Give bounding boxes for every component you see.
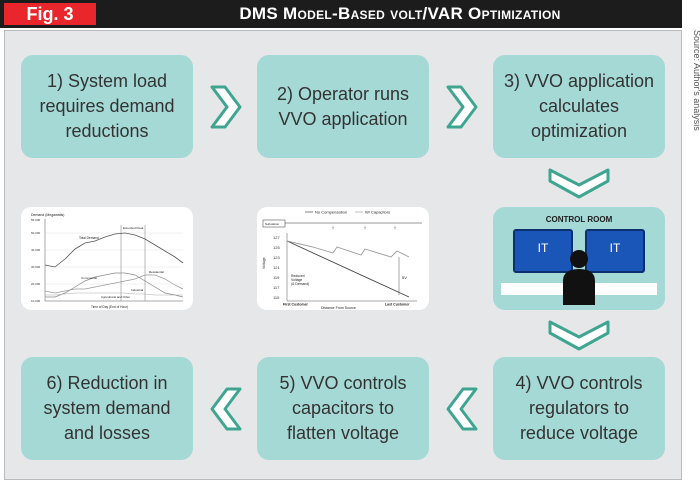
voltage-ylabel: Voltage — [262, 257, 266, 269]
load-chart-ylabel: Demand (Megawatts) — [31, 213, 64, 217]
voltage-ytick: 121 — [273, 265, 280, 270]
delta-label: 5V — [402, 275, 407, 280]
step-5-text: 5) VVO controls capacitors to flatten vo… — [279, 373, 407, 443]
voltage-ytick: 117 — [273, 285, 280, 290]
load-chart-ytick: 30,000 — [31, 265, 41, 269]
header-bar: Fig. 3 DMS Model-Based volt/VAR Optimiza… — [0, 0, 682, 28]
step-2-text: 2) Operator runs VVO application — [276, 83, 410, 129]
voltage-ytick: 115 — [273, 295, 280, 300]
control-room-label: CONTROL ROOM — [545, 215, 613, 224]
operator-body — [563, 269, 595, 305]
capacitors-line — [286, 240, 410, 258]
step-6-text: 6) Reduction in system demand and losses — [43, 373, 171, 443]
reduced-voltage-line-3: (& Demand) — [291, 282, 309, 286]
first-customer-label: First Customer — [283, 303, 309, 307]
step-3-text: 3) VVO application calculates optimizati… — [503, 71, 655, 141]
load-chart-xlabel: Time of Day (End of Hour) — [91, 305, 128, 309]
substation-box — [262, 219, 286, 228]
load-curve-chart: Demand (Megawatts) 55,000 50,000 40,000 … — [31, 213, 184, 309]
monitor-right: IT — [585, 229, 645, 273]
step-4-box: 4) VVO controls regulators to reduce vol… — [493, 357, 665, 460]
operator-head — [570, 250, 588, 268]
voltage-profile-chart: No Compensation W/ Capacitors Substation… — [262, 210, 422, 310]
legend-no-compensation: No Compensation — [315, 210, 347, 215]
load-chart-series-label: Commercial — [81, 276, 97, 280]
chevron-left-icon — [446, 387, 478, 431]
capacitor-icon: ⏚ — [331, 224, 335, 230]
load-chart-ytick: 20,000 — [31, 282, 41, 286]
operator-figure — [563, 250, 595, 305]
voltage-ytick: 125 — [273, 245, 280, 250]
control-room-illustration: CONTROL ROOM IT IT — [493, 207, 665, 310]
load-curve-chart-card: Demand (Megawatts) 55,000 50,000 40,000 … — [21, 207, 193, 310]
figure-label: Fig. 3 — [4, 3, 96, 25]
load-chart-ytick: 55,000 — [31, 218, 41, 222]
load-chart-ytick: 40,000 — [31, 248, 41, 252]
voltage-ytick: 123 — [273, 255, 280, 260]
substation-label: Substation — [265, 222, 280, 226]
step-2-box: 2) Operator runs VVO application — [257, 55, 429, 158]
chevron-down-icon — [548, 320, 610, 351]
industrial-curve — [45, 292, 183, 296]
legend-capacitors: W/ Capacitors — [365, 210, 390, 215]
figure-title: DMS Model-Based volt/VAR Optimization — [239, 4, 561, 23]
chevron-right-icon — [210, 85, 242, 129]
last-customer-label: Last Customer — [385, 303, 410, 307]
reduced-voltage-line-2: Voltage — [291, 278, 302, 282]
step-4-text: 4) VVO controls regulators to reduce vol… — [515, 373, 643, 443]
no-compensation-line — [286, 240, 410, 298]
load-chart-ytick: 10,000 — [31, 299, 41, 303]
capacitor-icon: ⏚ — [393, 224, 397, 230]
chevron-right-icon — [446, 85, 478, 129]
step-1-box: 1) System load requires demand reduction… — [21, 55, 193, 158]
chevron-down-icon — [548, 168, 610, 199]
monitor-left: IT — [513, 229, 573, 273]
load-chart-series-label: Residential — [149, 270, 164, 274]
step-3-box: 3) VVO application calculates optimizati… — [493, 55, 665, 158]
voltage-xlabel: Distance From Source — [321, 306, 356, 310]
residential-curve — [44, 274, 184, 294]
load-chart-ytick: 50,000 — [31, 231, 41, 235]
load-chart-series-label: Industrial — [131, 288, 144, 292]
reduced-voltage-line-1: Reduced — [291, 274, 305, 278]
voltage-profile-chart-card: No Compensation W/ Capacitors Substation… — [257, 207, 429, 310]
load-chart-series-label: Total Demand — [79, 236, 99, 240]
load-chart-series-label: Agricultural and Other — [101, 295, 130, 299]
step-6-box: 6) Reduction in system demand and losses — [21, 357, 193, 460]
chevron-left-icon — [210, 387, 242, 431]
load-chart-series-label: Extended Peak — [123, 226, 144, 230]
monitor-left-text: IT — [537, 241, 549, 255]
total-demand-curve — [44, 232, 184, 268]
source-note: Source: Author's analysis — [692, 30, 700, 131]
monitor-right-text: IT — [609, 241, 621, 255]
voltage-ytick: 127 — [273, 235, 280, 240]
step-5-box: 5) VVO controls capacitors to flatten vo… — [257, 357, 429, 460]
capacitor-icon: ⏚ — [363, 224, 367, 230]
commercial-curve — [45, 272, 184, 298]
voltage-ytick: 119 — [273, 275, 280, 280]
step-1-text: 1) System load requires demand reduction… — [39, 71, 175, 141]
